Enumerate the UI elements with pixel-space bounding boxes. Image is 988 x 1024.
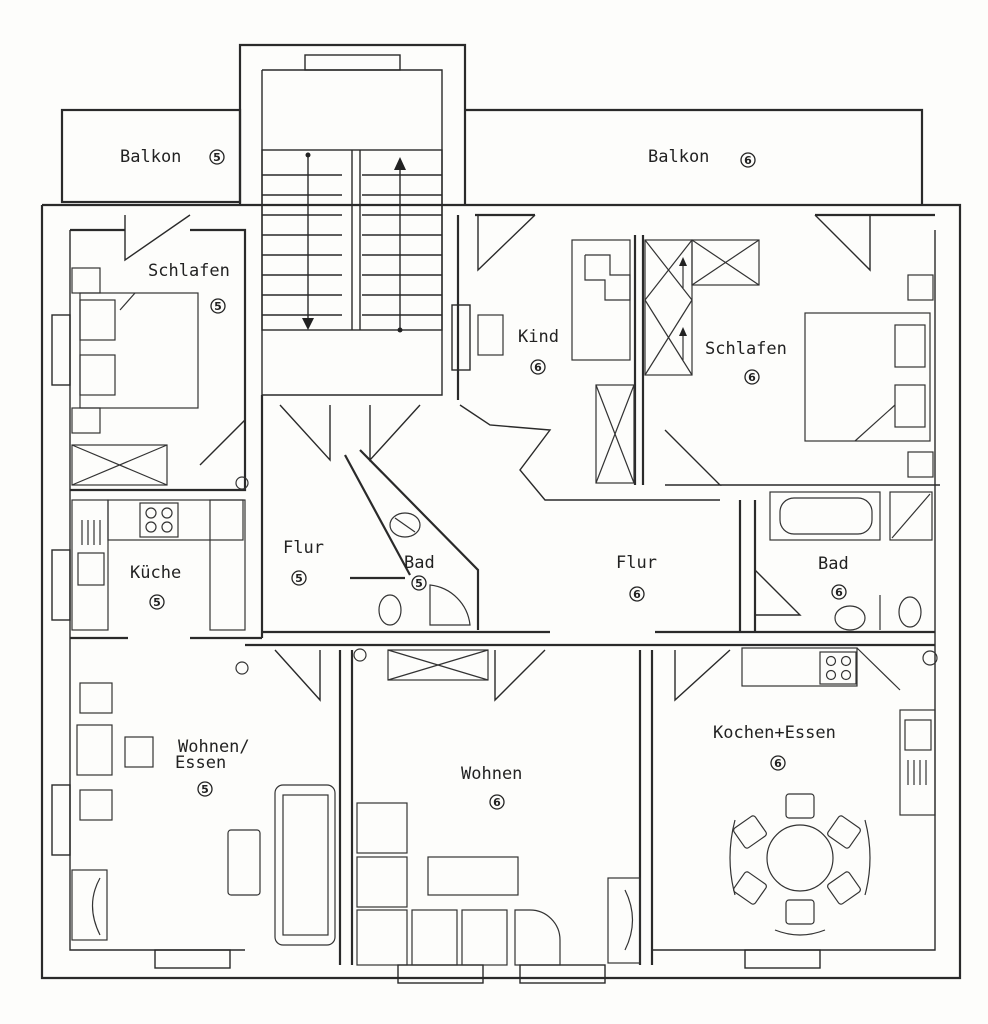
unit-number: 5 <box>415 577 423 590</box>
outer-walls <box>40 43 962 984</box>
room-label: Balkon <box>120 147 181 167</box>
room-bad-left: Bad 5 <box>404 553 435 591</box>
room-schlafen-right: Schlafen 6 <box>705 339 787 385</box>
room-label-line1: Wohnen/ <box>178 737 250 757</box>
room-label: Schlafen <box>148 261 230 281</box>
room-label: Kochen+Essen <box>713 723 836 743</box>
room-label: Kind <box>518 327 559 347</box>
unit-number: 6 <box>748 371 756 384</box>
room-label: Bad <box>818 554 849 574</box>
room-flur-left: Flur 5 <box>283 538 324 586</box>
room-labels: Balkon 5 Balkon 6 Schlafen 5 Kind 6 Schl… <box>120 147 849 810</box>
room-kind: Kind 6 <box>518 327 559 375</box>
room-wohnen: Wohnen 6 <box>461 764 522 810</box>
unit-number: 6 <box>774 757 782 770</box>
room-label: Schlafen <box>705 339 787 359</box>
room-label: Bad <box>404 553 435 573</box>
bed-right <box>804 312 931 442</box>
dining-table <box>766 824 834 892</box>
room-label: Flur <box>616 553 657 573</box>
room-balkon-right: Balkon 6 <box>648 147 756 168</box>
inner-walls <box>70 213 940 965</box>
wardrobe-left <box>71 444 168 486</box>
furniture <box>71 239 938 966</box>
unit-number: 6 <box>633 588 641 601</box>
unit-number: 5 <box>295 572 303 585</box>
room-kueche: Küche 5 <box>130 563 181 610</box>
unit-number: 6 <box>534 361 542 374</box>
room-bad-right: Bad 6 <box>818 554 849 600</box>
unit-number: 6 <box>835 586 843 599</box>
room-kochen-essen: Kochen+Essen 6 <box>713 723 836 771</box>
unit-number: 6 <box>744 154 752 167</box>
room-flur-right: Flur 6 <box>616 553 657 602</box>
unit-number: 5 <box>214 300 222 313</box>
unit-number: 5 <box>201 783 209 796</box>
staircase <box>261 149 443 333</box>
room-label: Balkon <box>648 147 709 167</box>
bed-left <box>79 292 199 409</box>
room-label: Wohnen <box>461 764 522 784</box>
room-label: Flur <box>283 538 324 558</box>
room-wohnen-essen: Wohnen/ Essen 5 <box>175 737 250 797</box>
unit-number: 5 <box>153 596 161 609</box>
room-schlafen-left: Schlafen 5 <box>148 261 230 314</box>
unit-number: 5 <box>213 151 221 164</box>
unit-number: 6 <box>493 796 501 809</box>
room-balkon-left: Balkon 5 <box>120 147 225 167</box>
room-label-line2: Essen <box>175 753 226 773</box>
room-label: Küche <box>130 563 181 583</box>
doors <box>124 214 871 702</box>
